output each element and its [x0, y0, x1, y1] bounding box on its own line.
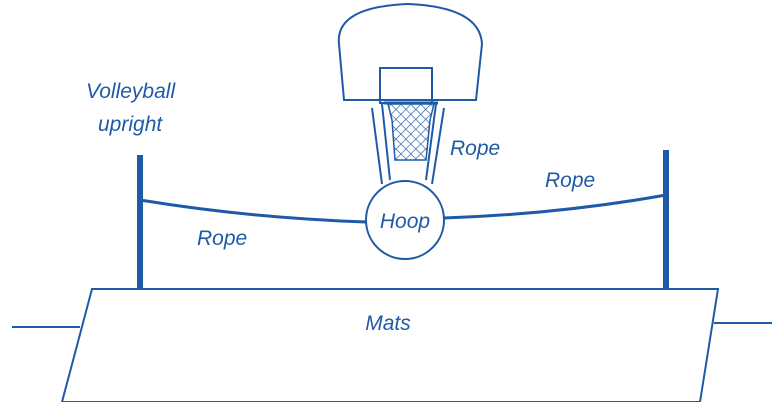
rope-left-line	[139, 198, 367, 224]
hoop-circle	[365, 180, 445, 260]
label-rope-upper-middle: Rope	[450, 137, 500, 160]
support-rope-left-inner	[381, 103, 391, 181]
backboard	[337, 2, 484, 101]
label-rope-right: Rope	[545, 169, 595, 192]
mats-outline	[60, 288, 720, 402]
label-mats: Mats	[365, 312, 411, 335]
support-rope-left-outer	[371, 107, 383, 185]
basketball-net	[387, 103, 435, 161]
support-rope-right-inner	[425, 103, 437, 181]
support-rope-right-outer	[431, 107, 445, 185]
rope-right-line	[443, 193, 667, 220]
label-hoop: Hoop	[380, 210, 430, 233]
backboard-target-square	[379, 67, 433, 104]
label-rope-left: Rope	[197, 227, 247, 250]
label-volleyball-upright-line1: Volleyball	[86, 80, 176, 103]
label-volleyball-upright-line2: upright	[98, 113, 163, 136]
